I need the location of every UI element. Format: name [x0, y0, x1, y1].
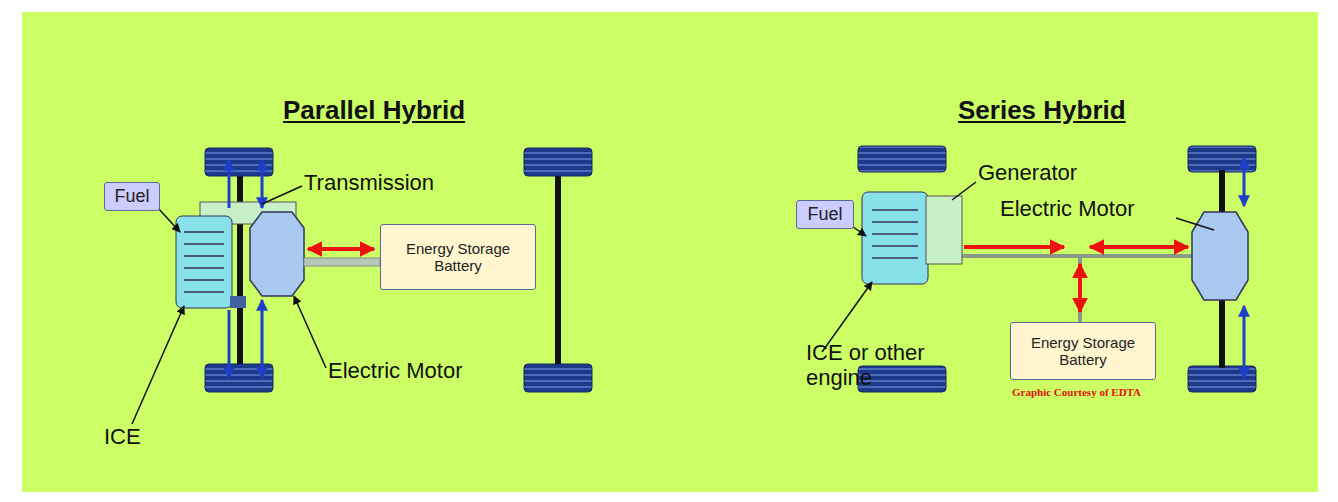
box-text: Energy Storage Battery	[393, 240, 523, 274]
part-label: Electric Motor	[328, 358, 462, 383]
box-text: Fuel	[114, 186, 149, 207]
section-heading: Series Hybrid	[958, 96, 1126, 126]
part-label: Generator	[978, 160, 1077, 185]
section-heading: Parallel Hybrid	[283, 96, 465, 126]
fuel-box: Fuel	[104, 182, 160, 211]
battery-box: Energy Storage Battery	[1010, 322, 1156, 380]
parallel-chassis	[132, 148, 592, 424]
fuel-box: Fuel	[796, 200, 854, 229]
box-text: Fuel	[807, 204, 842, 225]
part-label: ICE	[104, 424, 141, 449]
part-label: Transmission	[304, 170, 434, 195]
box-text: Energy Storage Battery	[1023, 334, 1143, 368]
battery-box: Energy Storage Battery	[380, 224, 536, 290]
part-label: Electric Motor	[1000, 196, 1134, 221]
part-label: ICE or other engine	[806, 340, 946, 391]
credit-note: Graphic Courtesy of EDTA	[1012, 386, 1141, 399]
background-panel	[22, 12, 1318, 492]
